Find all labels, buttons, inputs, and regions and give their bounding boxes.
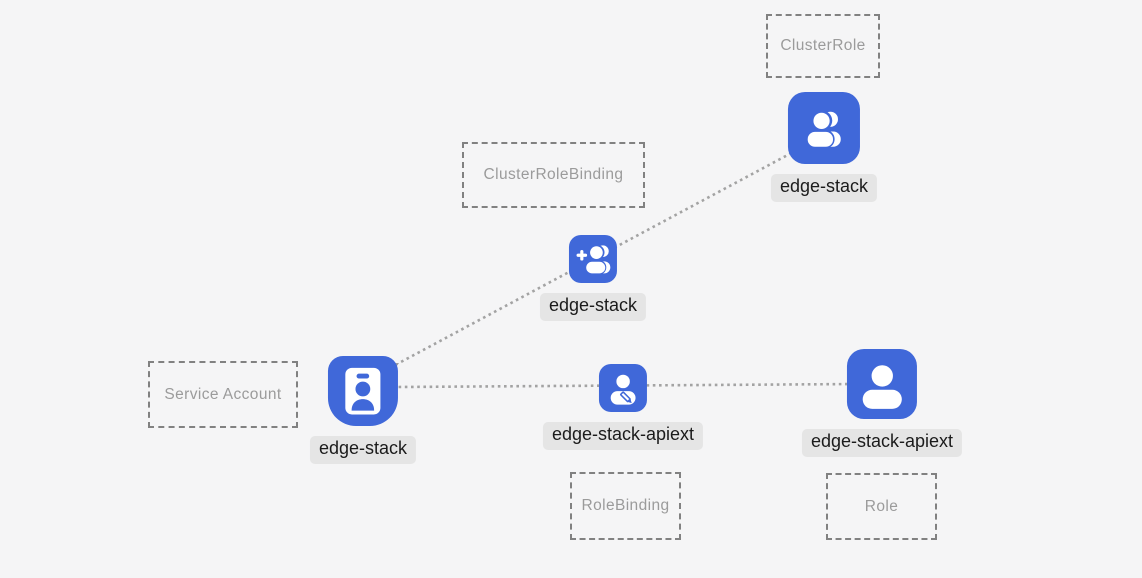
node-name-chip: edge-stack [309,436,417,464]
node-name-chip: edge-stack [770,174,878,202]
id-badge-icon [328,356,398,426]
node-rolebinding-edge-stack-apiext: edge-stack-apiext [542,364,704,450]
node-name-chip: edge-stack-apiext [542,422,704,450]
user-edit-icon [598,364,647,412]
node-serviceaccount-edge-stack: edge-stack [309,356,417,464]
type-box-label: RoleBinding [581,497,670,514]
type-box-clusterrole: ClusterRole [766,14,880,78]
user-icon [846,349,917,419]
type-box-label: ClusterRole [780,37,866,54]
users-icon [788,92,860,164]
type-box-label: ClusterRoleBinding [483,166,624,183]
type-box-rolebinding: RoleBinding [570,472,681,540]
node-clusterrolebinding-edge-stack: edge-stack [539,235,647,321]
node-clusterrole-edge-stack: edge-stack [770,92,878,202]
user-plus-icon [569,235,617,283]
node-role-edge-stack-apiext: edge-stack-apiext [801,349,963,457]
type-box-label: Role [864,497,899,515]
type-box-role: Role [826,473,937,540]
node-name-chip: edge-stack-apiext [801,429,963,457]
type-box-label: Service Account [164,385,282,403]
type-box-clusterrolebinding: ClusterRoleBinding [462,142,645,208]
node-name-chip: edge-stack [539,293,647,321]
type-box-serviceaccount: Service Account [148,361,298,428]
